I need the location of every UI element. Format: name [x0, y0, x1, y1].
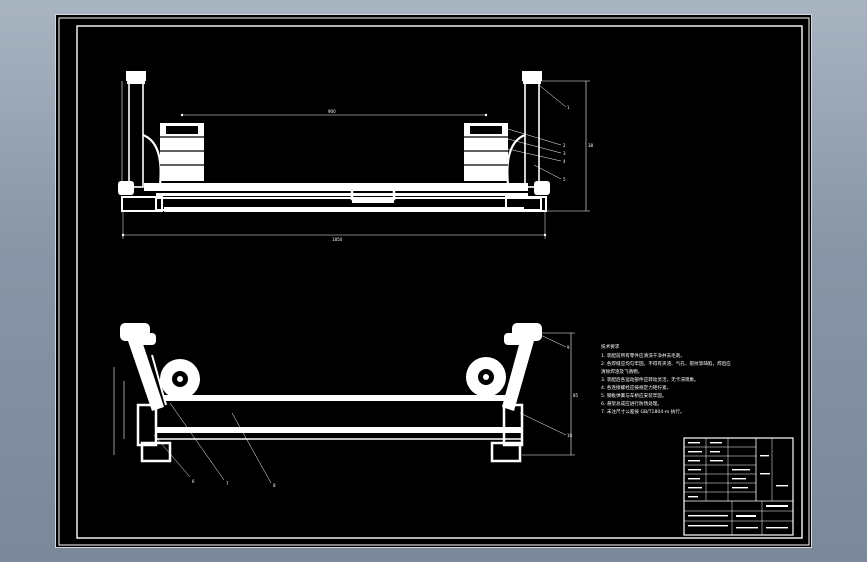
note-line-8: 7. 未注尺寸公差按 GB/T1804-m 执行。 — [601, 408, 685, 415]
note-line-6: 5. 钢板弹簧与车桥应安装牢固。 — [601, 392, 667, 399]
right-arm-assembly — [466, 323, 542, 463]
left-upright-collar — [127, 79, 145, 84]
axle-beam-top — [144, 183, 528, 191]
dim-spring-spacing-label: 900 — [328, 109, 336, 114]
note-line-4: 3. 装配后各运动部件应转动灵活，无卡滞现象。 — [601, 376, 699, 383]
front-balloon-5: 5 — [563, 177, 566, 182]
front-leaders — [507, 84, 567, 180]
side-dim-height-label: 85 — [573, 393, 579, 398]
right-air-spring — [464, 123, 508, 181]
note-line-3: 清除焊渣及飞溅物。 — [601, 368, 642, 375]
left-mount-block — [121, 196, 163, 212]
right-upright-collar — [523, 79, 541, 84]
left-arm-assembly — [120, 323, 200, 463]
right-mount-block — [505, 196, 547, 212]
front-view: 1850 900 38 1 2 3 4 5 — [118, 71, 594, 242]
right-bushing — [534, 181, 550, 195]
dim-length-label: 1850 — [332, 237, 343, 242]
note-line-7: 6. 悬架总成应进行防锈处理。 — [601, 400, 662, 407]
side-view: 85 6 7 8 9 10 — [113, 323, 579, 488]
dim-height-label: 38 — [588, 143, 594, 148]
note-line-2: 2. 各焊缝应均匀牢固，不得有夹渣、气孔、裂纹等缺陷，焊后应 — [601, 360, 731, 367]
technical-notes: 技术要求 1. 装配前所有零件应清洗干净并去毛刺。 2. 各焊缝应均匀牢固，不得… — [601, 343, 731, 415]
front-balloon-2: 2 — [563, 143, 566, 148]
center-hub-plate — [352, 197, 394, 203]
side-balloon-10: 10 — [567, 433, 573, 438]
side-leaders — [153, 330, 567, 484]
axle-beam-mid — [156, 193, 528, 196]
notes-heading: 技术要求 — [601, 343, 620, 350]
left-upright-cap — [126, 71, 146, 81]
inner-frame — [76, 25, 803, 539]
front-balloon-4: 4 — [563, 159, 566, 164]
left-bracket-curve — [142, 133, 162, 186]
left-air-spring — [160, 123, 204, 181]
outer-frame — [58, 17, 810, 546]
side-balloon-8: 8 — [273, 483, 276, 488]
right-upright-cap — [522, 71, 542, 81]
left-bushing — [118, 181, 134, 195]
axle-beam-bottom — [164, 207, 524, 212]
note-line-1: 1. 装配前所有零件应清洗干净并去毛刺。 — [601, 352, 685, 359]
side-beam-upper — [164, 395, 512, 401]
right-upright — [524, 74, 540, 188]
note-line-5: 4. 各连接螺栓应按规定力矩拧紧。 — [601, 384, 671, 391]
right-bracket-curve — [506, 133, 526, 186]
side-beam-lower — [156, 427, 521, 433]
cad-drawing: 1850 900 38 1 2 3 4 5 — [58, 17, 810, 546]
title-block — [683, 437, 794, 536]
drawing-sheet: 1850 900 38 1 2 3 4 5 — [55, 14, 812, 548]
side-balloon-6: 6 — [192, 479, 195, 484]
side-balloon-7: 7 — [226, 481, 229, 486]
side-balloon-9: 9 — [567, 345, 570, 350]
front-balloon-3: 3 — [563, 151, 566, 156]
front-balloon-1: 1 — [567, 105, 570, 110]
left-upright — [128, 74, 144, 188]
